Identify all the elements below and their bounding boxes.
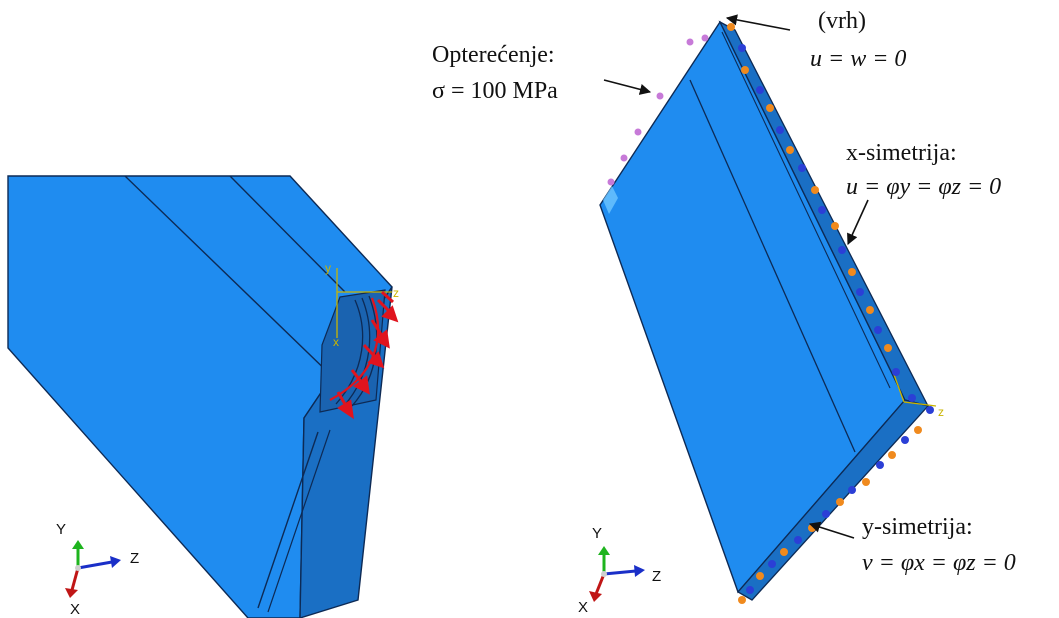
x-sym-label: x-simetrija:	[846, 140, 957, 166]
right-global-triad	[589, 546, 645, 602]
right-triad-z-label: Z	[652, 568, 661, 585]
right-triad-y-label: Y	[592, 525, 602, 542]
left-partition-line-2	[229, 175, 346, 293]
top-condition: u = w = 0	[810, 46, 906, 72]
left-model-view: y z x Y Z X	[7, 175, 399, 618]
load-annotation-arrow	[603, 79, 652, 95]
left-triad-z-label: Z	[130, 550, 139, 567]
pressure-corner-highlight	[603, 186, 618, 214]
right-triad-x-label: X	[578, 599, 588, 616]
load-value: σ = 100 MPa	[432, 78, 558, 104]
left-local-y-label: y	[325, 261, 331, 275]
top-label: (vrh)	[818, 8, 866, 34]
crack-load-arrows	[336, 290, 399, 420]
y-sym-annotation-arrow	[808, 521, 855, 539]
left-triad-x-label: X	[70, 601, 80, 618]
right-model-view: z	[432, 8, 1016, 616]
right-local-z-label: z	[938, 405, 944, 419]
right-partition-line-2	[721, 31, 891, 389]
x-sym-annotation-arrow	[847, 199, 869, 246]
bc-markers-y-symmetry	[738, 406, 934, 604]
y-sym-label: y-simetrija:	[862, 514, 973, 540]
left-triad-y-label: Y	[56, 521, 66, 538]
left-partition-line-3	[257, 431, 319, 609]
x-sym-condition: u = φy = φz = 0	[846, 174, 1001, 200]
left-local-x-label: x	[333, 335, 339, 349]
y-sym-condition: v = φx = φz = 0	[862, 550, 1016, 576]
pressure-markers	[607, 34, 709, 186]
right-local-axis-line	[892, 371, 905, 403]
bc-markers-x-symmetry	[727, 23, 916, 402]
left-global-triad	[65, 540, 121, 598]
right-local-z-line	[903, 401, 937, 407]
left-local-z-label: z	[393, 286, 399, 300]
top-annotation-arrow	[725, 14, 791, 31]
left-partition-line-4	[267, 429, 331, 613]
crack-front-red	[329, 297, 380, 401]
left-partition-line-1	[124, 175, 339, 383]
right-partition-line-1	[689, 79, 856, 453]
load-label: Opterećenje:	[432, 42, 555, 68]
